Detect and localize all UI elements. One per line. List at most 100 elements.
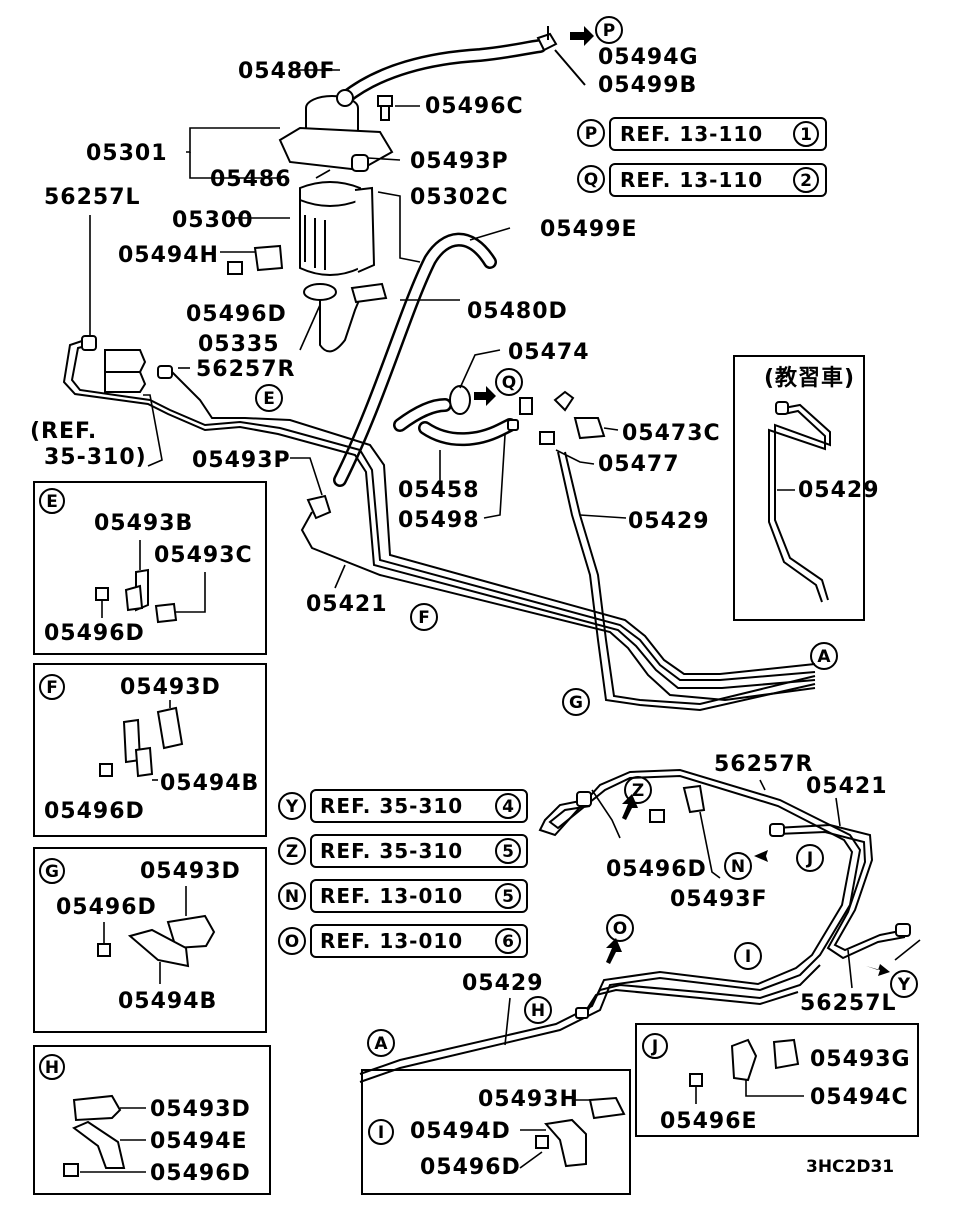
circle-Z: Z [632,781,644,801]
detail-letter-J: J [651,1037,658,1057]
ref-note-line2: 35-310) [44,445,147,470]
circle-H: H [531,1001,545,1021]
main-fuel-tubes-lower [359,768,921,1083]
detail-E-part-1: 05493B [94,511,193,536]
detail-G-part-2: 05496D [56,895,157,920]
detail-box-H: H 05493D 05494E 05496D [33,1045,271,1195]
circle-J: J [806,849,813,869]
ref-text-Z: REF. 35-310 [320,839,463,863]
detail-letter-H: H [45,1058,59,1078]
detail-H-part-2: 05494E [150,1129,248,1154]
ref-key-Q: Q [584,170,598,190]
detail-letter-I: I [378,1123,384,1143]
circle-E: E [263,389,275,409]
label-05496D-top: 05496D [186,302,287,327]
detail-letter-G: G [45,862,59,882]
ref-key-Z: Z [286,842,298,862]
label-05458: 05458 [398,478,480,503]
label-05302C: 05302C [410,185,509,210]
label-05429-inset: 05429 [798,478,880,503]
label-05493F: 05493F [670,887,768,912]
ref-num-P: 1 [800,125,812,145]
circle-I: I [745,947,751,967]
label-05499E: 05499E [540,217,638,242]
circle-A-low: A [374,1034,388,1054]
detail-box-F: F 05493D 05494B 05496D [33,663,267,837]
circle-A-top: A [817,647,831,667]
return-hose-group [393,349,619,519]
detail-letter-E: E [46,492,58,512]
ref-num-N: 5 [502,887,514,907]
detail-box-I: I 05493H 05494D 05496D [361,1069,631,1195]
label-05300: 05300 [172,208,254,233]
label-56257R-low: 56257R [714,752,813,777]
detail-H-part-3: 05496D [150,1161,251,1186]
label-05474: 05474 [508,340,590,365]
fuel-filter-assembly [186,26,594,353]
detail-J-part-2: 05494C [810,1085,909,1110]
circle-Q: Q [502,373,516,393]
circle-F: F [418,608,430,628]
ref-note-line1: (REF. [30,419,97,444]
inset-title: (教習車) [764,365,855,391]
label-05429-mid: 05429 [628,509,710,534]
circle-Y: Y [897,975,911,995]
label-05499B: 05499B [598,73,697,98]
ref-num-Y: 4 [502,797,514,817]
label-05335: 05335 [198,332,280,357]
detail-F-part-1: 05493D [120,675,221,700]
detail-box-G: G 05493D 05496D 05494B [33,847,267,1033]
ref-text-Q: REF. 13-110 [620,168,763,192]
detail-F-part-2: 05494B [160,771,259,796]
detail-I-part-1: 05493H [478,1087,579,1112]
ref-text-P: REF. 13-110 [620,122,763,146]
hose-05480D [333,227,511,487]
detail-I-part-3: 05496D [420,1155,521,1180]
label-05480D: 05480D [467,299,568,324]
label-05429-low: 05429 [462,971,544,996]
ref-num-Z: 5 [502,842,514,862]
ref-num-O: 6 [502,932,514,952]
detail-G-part-1: 05493D [140,859,241,884]
label-56257R-top: 56257R [196,357,295,382]
part-labels: 05480F 05494G 05499B 05496C 05301 05493P… [30,45,897,1177]
ref-key-P: P [585,124,597,144]
ref-text-Y: REF. 35-310 [320,794,463,818]
label-56257L-top: 56257L [44,185,141,210]
label-05477: 05477 [598,452,680,477]
detail-J-part-3: 05496E [660,1109,758,1134]
detail-F-part-3: 05496D [44,799,145,824]
main-fuel-tubes-upper [62,215,816,712]
label-05496C: 05496C [425,94,524,119]
label-05421-mid: 05421 [306,592,388,617]
label-05493P-mid: 05493P [192,448,291,473]
ref-key-N: N [285,887,299,907]
ref-text-N: REF. 13-010 [320,884,463,908]
label-05494H: 05494H [118,243,219,268]
ref-key-O: O [285,932,299,952]
label-05498: 05498 [398,508,480,533]
reference-table: P REF. 13-110 1 Q REF. 13-110 2 Y REF. 3… [278,117,827,958]
detail-H-part-1: 05493D [150,1097,251,1122]
ref-key-Y: Y [285,797,299,817]
detail-G-part-3: 05494B [118,989,217,1014]
detail-I-part-2: 05494D [410,1119,511,1144]
detail-box-J: J 05493G 05494C 05496E [635,1023,919,1137]
detail-box-E: E 05493B 05493C 05496D [33,481,267,655]
inset-driving-school-car [733,355,865,621]
label-05493P-top: 05493P [410,149,509,174]
ref-text-O: REF. 13-010 [320,929,463,953]
label-56257L-low: 56257L [800,991,897,1016]
label-05486: 05486 [210,167,292,192]
circle-O: O [613,919,627,939]
diagram-code: 3HC2D31 [806,1157,894,1177]
circle-G: G [569,693,583,713]
ref-num-Q: 2 [800,171,812,191]
label-05496D-low: 05496D [606,857,707,882]
label-05421-low: 05421 [806,774,888,799]
detail-E-part-2: 05493C [154,543,253,568]
circled-letters: P Q E F G A Z J N O I Y H A [255,16,918,1057]
label-05301: 05301 [86,141,168,166]
detail-letter-F: F [46,678,58,698]
